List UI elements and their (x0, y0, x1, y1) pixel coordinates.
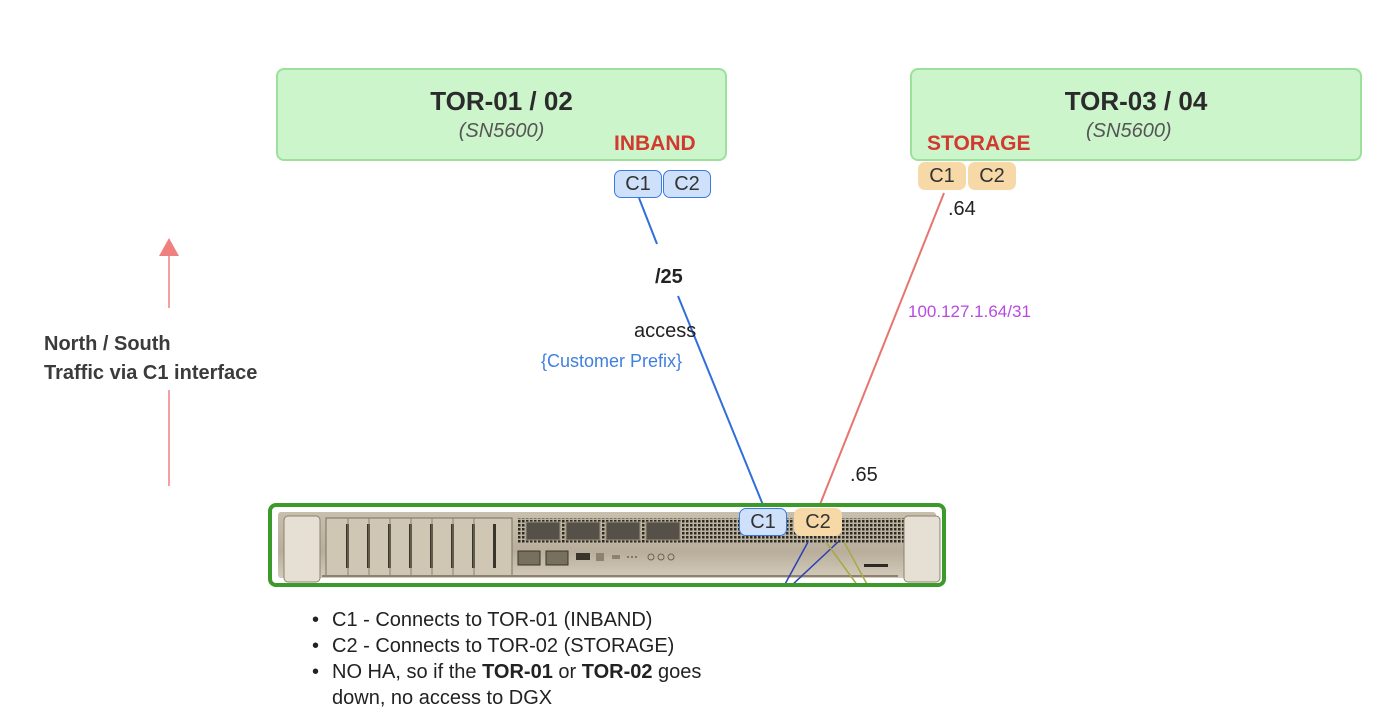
left-handle (283, 515, 321, 583)
storage-tor-ip: .64 (948, 198, 976, 220)
inband-type-label: access (634, 320, 697, 342)
traffic-line-2: Traffic via C1 interface (44, 362, 258, 384)
inband-link-upper (638, 197, 658, 245)
right-handle (903, 515, 941, 583)
tor-01-port-c1[interactable]: C1 (614, 170, 662, 198)
traffic-line-1: North / South (44, 333, 171, 355)
switch-tor-01-02[interactable]: TOR-01 / 02 (SN5600) INBAND (276, 68, 727, 161)
inband-prefix-label: /25 (655, 266, 683, 288)
tor-01-port-c2[interactable]: C2 (663, 170, 711, 198)
server-panel-graphic (283, 515, 941, 583)
storage-subnet-label: 100.127.1.64/31 (908, 302, 1031, 321)
drive-bays (525, 521, 681, 541)
role-label-inband: INBAND (614, 132, 696, 155)
dgx-port-c1[interactable]: C1 (739, 508, 787, 536)
switch-model: (SN5600) (1086, 120, 1172, 142)
switch-title: TOR-03 / 04 (1064, 86, 1208, 116)
note-item: NO HA, so if the TOR-01 or TOR-02 goes d… (312, 659, 752, 711)
nic-bays (325, 517, 513, 577)
traffic-description: North / South Traffic via C1 interface (44, 330, 257, 388)
dgx-port-c2[interactable]: C2 (794, 508, 842, 536)
switch-tor-03-04[interactable]: TOR-03 / 04 (SN5600) STORAGE (910, 68, 1362, 161)
arrow-up-icon (159, 238, 179, 256)
tor-03-port-c1[interactable]: C1 (918, 162, 966, 190)
note-item: C1 - Connects to TOR-01 (INBAND) (312, 607, 752, 633)
notes-list: C1 - Connects to TOR-01 (INBAND) C2 - Co… (312, 607, 752, 711)
storage-link (818, 192, 945, 508)
inband-network-label: {Customer Prefix} (541, 351, 683, 371)
io-ports (517, 550, 675, 566)
dgx-server[interactable] (268, 503, 946, 587)
storage-server-ip: .65 (850, 464, 878, 486)
switch-model: (SN5600) (458, 120, 545, 142)
switch-title: TOR-01 / 02 (430, 86, 573, 116)
note-item: C2 - Connects to TOR-02 (STORAGE) (312, 633, 752, 659)
inband-link-lower (677, 295, 764, 506)
role-label-storage: STORAGE (927, 132, 1031, 155)
tor-03-port-c2[interactable]: C2 (968, 162, 1016, 190)
